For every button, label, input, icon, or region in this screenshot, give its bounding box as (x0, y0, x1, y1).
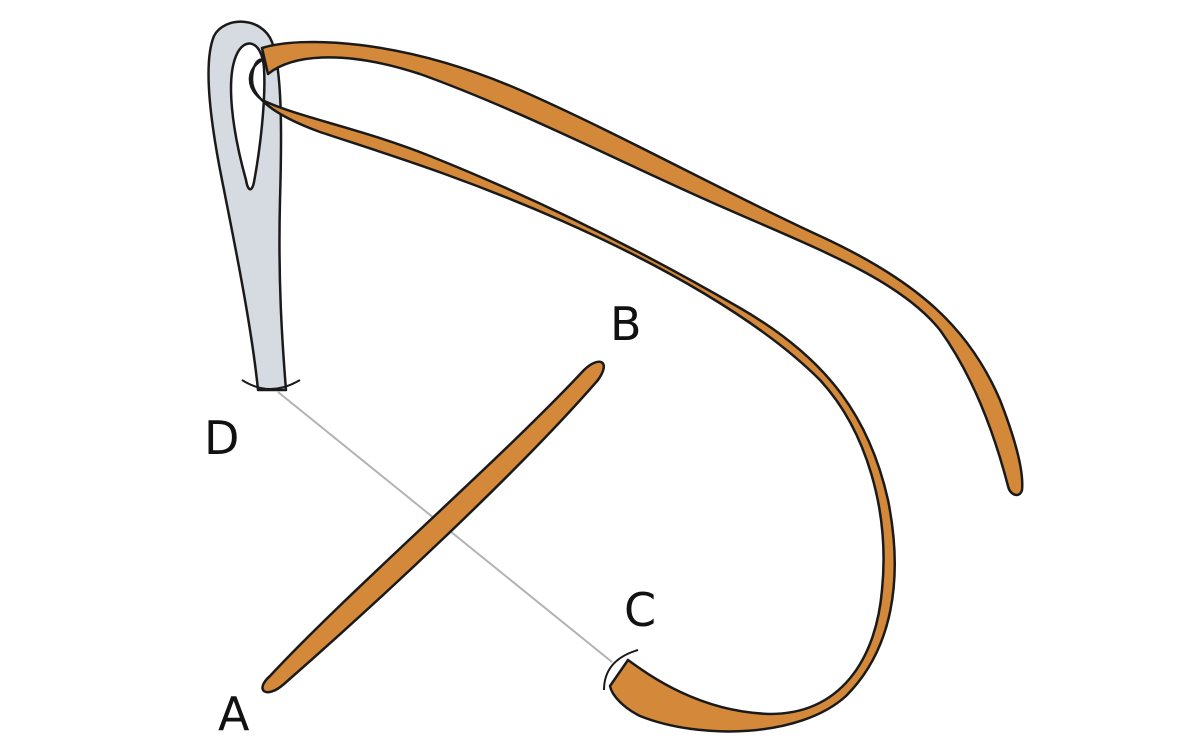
stitch-a-to-b (263, 362, 604, 692)
label-point-b: B (610, 297, 642, 351)
label-point-c: C (624, 583, 656, 637)
label-point-a: A (218, 687, 250, 741)
working-thread-loose-end (262, 42, 1022, 495)
label-point-d: D (204, 411, 239, 465)
